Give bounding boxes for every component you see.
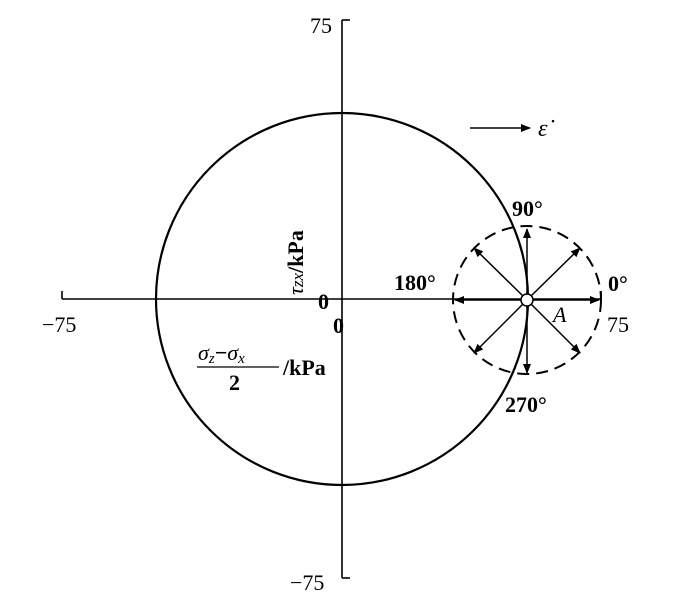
angle-label-270: 270°: [505, 392, 547, 417]
angle-label-0: 0°: [608, 271, 628, 296]
x-axis-title: σz−σx 2 /kPa: [197, 340, 326, 395]
x-right-label: 75: [607, 312, 629, 337]
origin-x-label: 0: [333, 313, 344, 338]
x-left-label: −75: [42, 312, 76, 337]
y-axis-title: τzx/kPa: [283, 230, 308, 295]
svg-text:/kPa: /kPa: [282, 355, 326, 380]
arrow-315: [530, 303, 581, 354]
y-bottom-label: −75: [290, 570, 324, 595]
origin-y-label: 0: [318, 289, 329, 314]
direction-arrows: [454, 228, 600, 374]
arrow-45: [530, 247, 581, 297]
arrow-135: [473, 247, 524, 297]
angle-label-90: 90°: [512, 196, 543, 221]
angle-label-180: 180°: [394, 270, 436, 295]
point-a-label: A: [551, 302, 567, 327]
point-a-marker: [520, 293, 534, 307]
svg-text:σz−σx: σz−σx: [198, 340, 245, 367]
y-top-label: 75: [310, 13, 332, 38]
strain-rate-label: ε̇: [538, 116, 554, 142]
svg-text:2: 2: [229, 370, 240, 395]
arrow-225: [473, 303, 524, 354]
